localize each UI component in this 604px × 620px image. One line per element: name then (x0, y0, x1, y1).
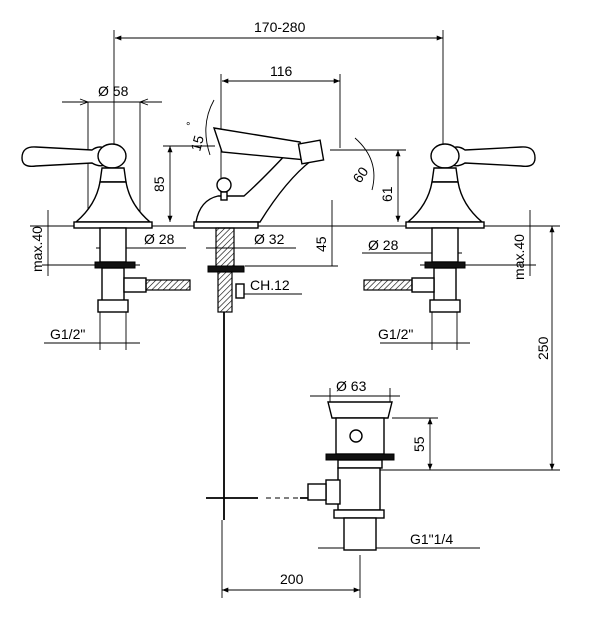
left-handle-cap (97, 143, 127, 169)
label-left-shank-diameter: Ø 28 (144, 231, 175, 247)
waste-tailpiece (337, 467, 381, 511)
left-valve-body (74, 181, 152, 223)
label-rod-reach: 200 (280, 571, 304, 587)
pop-up-stem (220, 191, 228, 201)
spout-head (212, 127, 308, 161)
dim-tilt-arc (205, 99, 215, 156)
label-left-connection: G1/2" (50, 326, 85, 342)
left-lever-handle (21, 146, 109, 168)
pop-up-rod (206, 312, 322, 520)
right-base-flange (405, 221, 485, 229)
label-spout-reach: 116 (270, 63, 293, 79)
dimension-labels: 170-280 116 Ø 58 85 15 ° 60 61 max.40 ma… (29, 19, 551, 587)
label-jet-height: 61 (379, 186, 395, 202)
right-handle-cap (430, 143, 460, 169)
left-lock-nut (94, 261, 136, 269)
label-tilt-angle: 15 (187, 133, 207, 152)
waste-lock-nut (325, 453, 395, 461)
spout-base-flange (193, 221, 259, 229)
centre-lock-nut (207, 265, 245, 273)
centre-spout (193, 127, 325, 313)
label-jet-angle: 60 (349, 164, 371, 186)
right-connector-nut (429, 299, 461, 313)
right-braided-hose (363, 279, 413, 291)
right-shank (431, 227, 459, 263)
label-waste-thread: G1"1/4 (410, 531, 453, 547)
waste-pivot-nut (307, 483, 327, 501)
right-lever-handle (448, 146, 536, 168)
label-degree-symbol: ° (186, 121, 190, 133)
waste-flange (327, 401, 393, 419)
label-waste-length: 250 (535, 336, 551, 360)
left-shank (99, 227, 127, 263)
dim-jet-arc (354, 137, 375, 191)
waste-pivot-housing (325, 479, 341, 505)
right-handle-neck (431, 167, 459, 183)
right-valve-body (406, 181, 484, 223)
waste-tail-nut (333, 509, 385, 519)
waste-assembly (307, 401, 395, 551)
left-hose-coupling (123, 277, 147, 293)
label-centre-shank-length: 45 (313, 236, 329, 252)
left-handle-neck (99, 167, 127, 183)
label-handle-diameter: Ø 58 (98, 83, 129, 99)
spout-nozzle (297, 139, 325, 165)
waste-washer (337, 459, 383, 469)
centre-threaded-tail (217, 271, 233, 313)
label-overall-spread: 170-280 (254, 19, 306, 35)
label-right-shank-diameter: Ø 28 (368, 237, 399, 253)
waste-outlet-thread (343, 517, 377, 551)
left-connector-nut (97, 299, 129, 313)
right-valve (363, 143, 536, 313)
waste-pivot (349, 429, 363, 443)
right-lock-nut (424, 261, 466, 269)
label-right-deck-thickness: max.40 (511, 234, 527, 280)
label-centre-shank-diameter: Ø 32 (254, 231, 285, 247)
left-valve (21, 143, 191, 313)
waste-body (335, 417, 385, 455)
spout-body (195, 145, 313, 223)
left-base-flange (73, 221, 153, 229)
arrowhead (138, 98, 149, 106)
centre-shank (215, 227, 235, 269)
label-left-deck-thickness: max.40 (29, 226, 45, 272)
left-braided-hose (145, 279, 191, 291)
dimension-lines (30, 30, 560, 598)
label-spout-height: 85 (151, 176, 167, 192)
right-hose-coupling (411, 277, 435, 293)
arrowhead (79, 98, 90, 106)
label-flange-height: 55 (411, 436, 427, 452)
centre-wrench-flat (235, 283, 245, 299)
label-right-connection: G1/2" (378, 326, 413, 342)
label-flange-diameter: Ø 63 (336, 378, 367, 394)
pop-up-knob (216, 177, 232, 193)
label-wrench-size: CH.12 (250, 277, 290, 293)
